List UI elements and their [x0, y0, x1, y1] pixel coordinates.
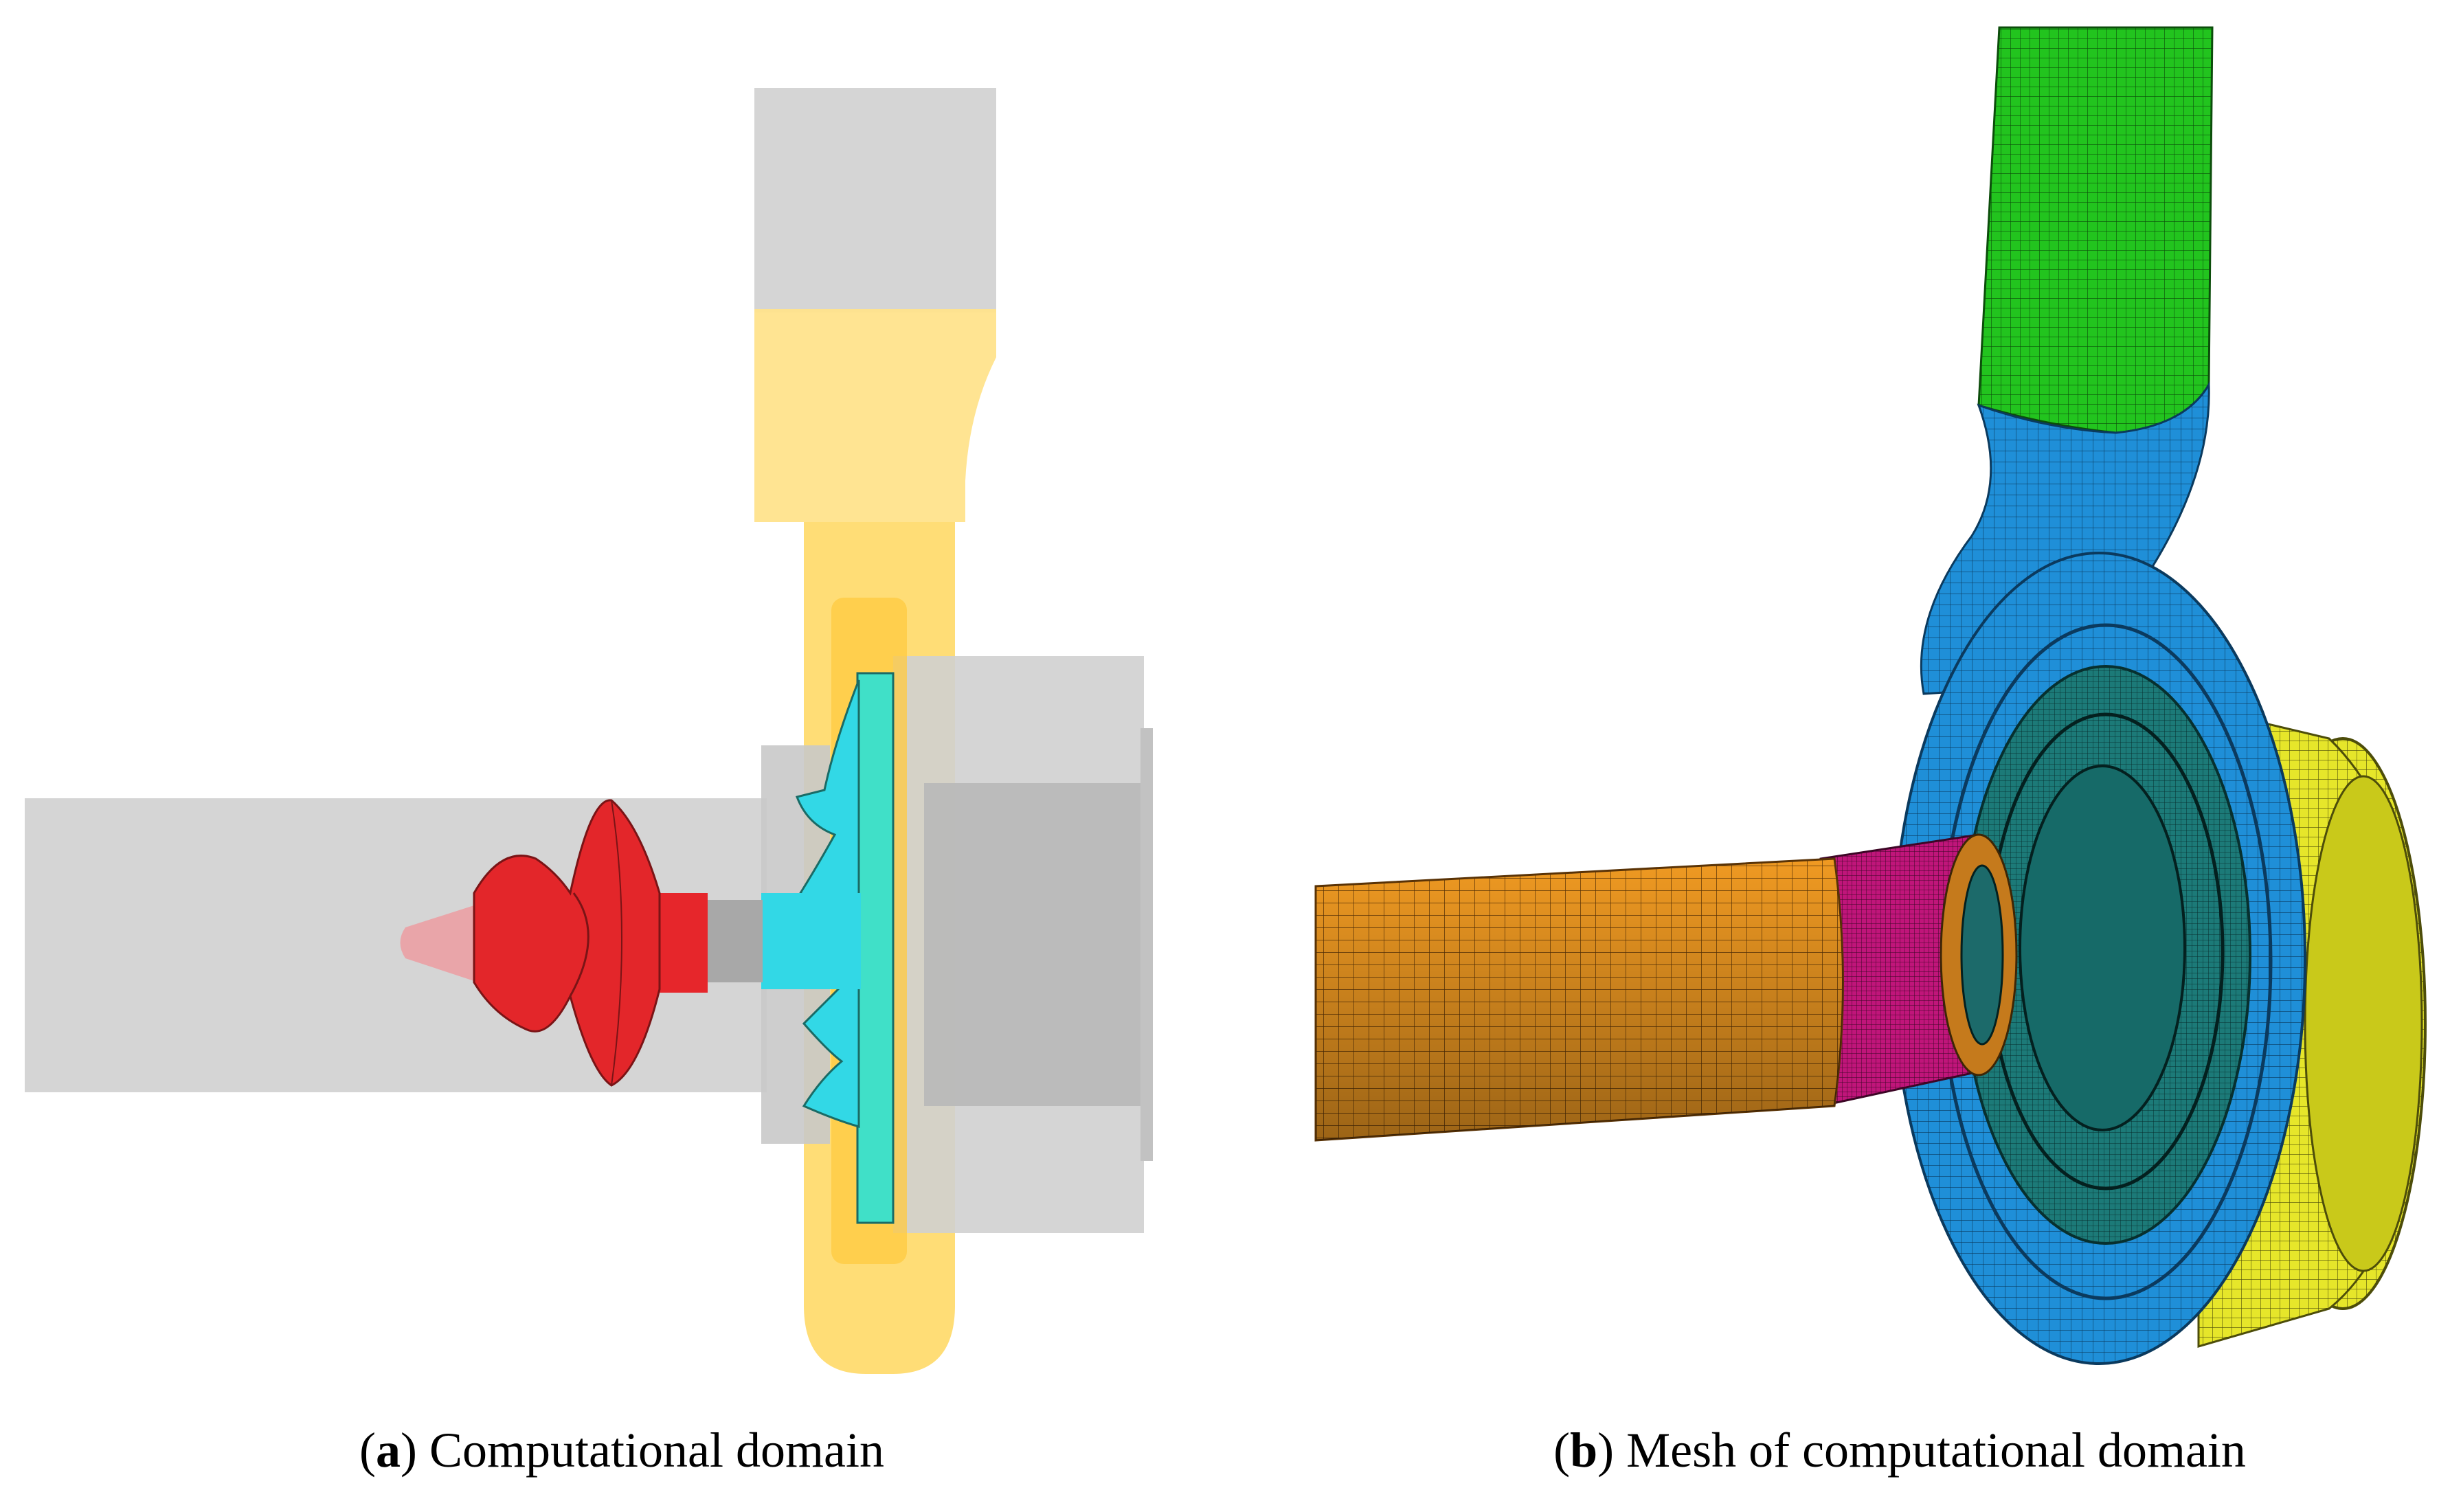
outlet-pipe: [754, 88, 996, 313]
panel-mesh: (b) Mesh of computational domain: [1202, 0, 2439, 1512]
caption-b-text: Mesh of computational domain: [1626, 1423, 2246, 1478]
panel-computational-domain: (a) Computational domain: [0, 0, 1202, 1512]
caption-a: (a) Computational domain: [359, 1423, 884, 1478]
mesh-rear-chamber-face: [2304, 775, 2423, 1272]
inducer-blade-edge: [569, 892, 589, 997]
impeller-eye: [761, 893, 861, 989]
caption-b-letter: b: [1570, 1423, 1598, 1478]
computational-domain-figure: [25, 88, 1153, 1374]
mesh-outlet-pipe: [1977, 26, 2214, 434]
inducer-hub: [660, 893, 708, 993]
caption-b: (b) Mesh of computational domain: [1553, 1423, 2246, 1478]
shaft-connector: [708, 900, 763, 982]
inducer-blade-edge-2: [611, 800, 622, 1086]
rear-chamber-lip: [1140, 728, 1153, 1161]
mesh-inducer-face-inner: [1960, 864, 2004, 1046]
impeller-hub-plate: [856, 672, 895, 1224]
caption-a-letter: a: [376, 1423, 401, 1478]
inducer-nose: [400, 905, 474, 981]
mesh-impeller-ring-3: [2019, 765, 2186, 1131]
inducer-blades: [473, 799, 661, 1087]
mesh-inlet-pipe-shade: [1316, 859, 1843, 1140]
volute-diffuser: [754, 309, 996, 522]
caption-a-text: Computational domain: [429, 1423, 884, 1478]
mesh-figure: [1314, 26, 2427, 1365]
rear-chamber-inner: [924, 783, 1151, 1106]
